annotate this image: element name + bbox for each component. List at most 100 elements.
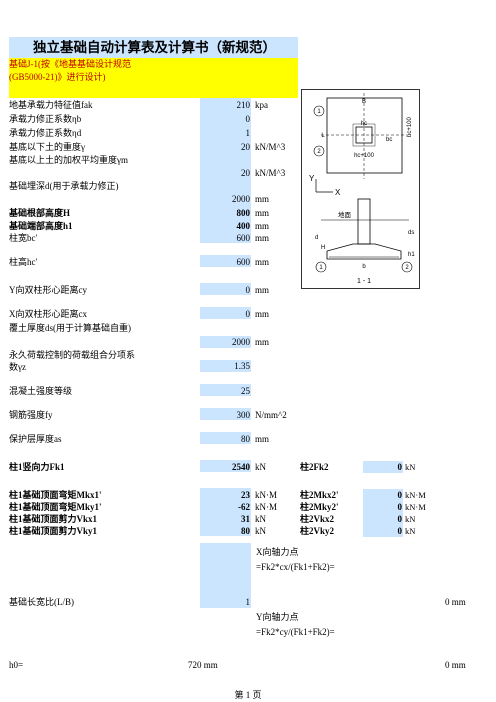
row-value[interactable]: 25 bbox=[241, 386, 250, 396]
row-label: 柱1基础顶面弯矩Mkx1' bbox=[9, 490, 102, 500]
input-bg bbox=[200, 432, 251, 444]
plan-l-label: L bbox=[321, 133, 325, 139]
col2-unit: kN bbox=[405, 462, 416, 472]
row-value[interactable]: 300 bbox=[236, 410, 251, 420]
row-label: 基础端部高度h1 bbox=[9, 221, 73, 231]
row-value[interactable]: 0 bbox=[245, 309, 251, 319]
row-label: 基础长宽比(L/B) bbox=[9, 597, 74, 607]
row-value[interactable]: 800 bbox=[236, 208, 251, 218]
col2-value-box[interactable]: 0 bbox=[363, 489, 403, 501]
row-value[interactable]: 0 bbox=[245, 114, 251, 124]
row-label: 混凝土强度等级 bbox=[9, 386, 73, 396]
col2-label: 柱2Vkx2 bbox=[300, 514, 335, 524]
d-label: d bbox=[315, 235, 318, 241]
subtitle-bg bbox=[9, 58, 298, 98]
section-title: 1 - 1 bbox=[357, 278, 371, 285]
row-label: X向双柱形心距离cx bbox=[9, 309, 87, 319]
row-value[interactable]: 2000 bbox=[232, 194, 250, 204]
hc-label: hc bbox=[361, 121, 367, 127]
row-label: 柱1基础顶面弯矩Mky1' bbox=[9, 502, 102, 512]
row-unit: mm bbox=[255, 221, 270, 231]
col2-label: 柱2Mkx2' bbox=[300, 490, 339, 500]
axis-1-label: 1 bbox=[317, 109, 321, 115]
row-label: 基底以上土的加权平均重度γm bbox=[9, 155, 128, 165]
row-value[interactable]: 2000 bbox=[232, 337, 250, 347]
col2-unit: kN bbox=[405, 526, 416, 536]
row-unit: mm bbox=[255, 257, 270, 267]
input-bg bbox=[200, 543, 251, 608]
row-label: 基础根部高度H bbox=[9, 208, 71, 218]
row-value[interactable]: 80 bbox=[241, 526, 250, 536]
row-unit: kN bbox=[255, 526, 266, 536]
result-x: 0 mm bbox=[445, 597, 466, 607]
row-value[interactable]: 210 bbox=[236, 100, 251, 110]
col2-value: 0 bbox=[397, 502, 403, 512]
input-bg bbox=[200, 255, 251, 267]
row-value[interactable]: 20 bbox=[241, 142, 250, 152]
row-value[interactable]: 600 bbox=[236, 233, 251, 243]
column-plan bbox=[355, 126, 373, 144]
row-label: 基础埋深d(用于承载力修正) bbox=[9, 181, 119, 191]
input-bg bbox=[200, 488, 251, 536]
plan-outline bbox=[326, 97, 403, 174]
input-bg bbox=[200, 283, 251, 295]
row-unit: mm bbox=[255, 194, 270, 204]
row-label: 承载力修正系数ηb bbox=[9, 114, 82, 124]
col2-value-box[interactable]: 0 bbox=[363, 525, 403, 537]
col2-value: 0 bbox=[397, 490, 403, 500]
h0-label: h0= bbox=[9, 660, 24, 670]
row-value[interactable]: -62 bbox=[238, 502, 250, 512]
row-value[interactable]: 31 bbox=[241, 514, 250, 524]
row-value[interactable]: 20 bbox=[241, 168, 250, 178]
row-value[interactable]: 0 bbox=[245, 285, 251, 295]
row-value[interactable]: 1 bbox=[245, 597, 251, 607]
input-bg bbox=[200, 307, 251, 319]
ground-label: 地面 bbox=[338, 210, 352, 219]
section-axis-1: 1 bbox=[319, 265, 323, 271]
row-value[interactable]: 23 bbox=[241, 490, 250, 500]
col2-value-box[interactable]: 0 bbox=[363, 501, 403, 513]
h0-value: 720 mm bbox=[188, 660, 218, 670]
col2-value-box[interactable]: 0 bbox=[363, 461, 403, 473]
x-axis-label: X bbox=[335, 188, 341, 197]
input-bg bbox=[200, 384, 251, 396]
row-value[interactable]: 80 bbox=[241, 434, 250, 444]
row-unit: kN bbox=[255, 462, 266, 472]
row-unit: kN bbox=[255, 514, 266, 524]
row-label: 柱1基础顶面剪力Vkx1 bbox=[9, 514, 98, 524]
note-y: Y向轴力点=Fk2*cy/(Fk1+Fk2)= bbox=[256, 612, 335, 637]
row-label: 覆土厚度ds(用于计算基础自重) bbox=[9, 323, 131, 333]
row-label: Y向双柱形心距离cy bbox=[9, 285, 87, 295]
row-value[interactable]: 2540 bbox=[232, 462, 250, 472]
row-label: 柱1基础顶面剪力Vky1 bbox=[9, 526, 98, 536]
h1-label: h1 bbox=[408, 252, 415, 258]
row-value[interactable]: 1.35 bbox=[234, 361, 250, 371]
column-section bbox=[357, 198, 371, 245]
row-value[interactable]: 1 bbox=[245, 128, 251, 138]
row-value[interactable]: 400 bbox=[236, 221, 251, 231]
row-unit: kN/M^3 bbox=[255, 168, 286, 178]
y-axis-label: Y bbox=[309, 174, 315, 183]
col2-unit: kN·M bbox=[405, 490, 426, 500]
page-title: 独立基础自动计算表及计算书（新规范） bbox=[9, 37, 298, 58]
row-value[interactable]: 600 bbox=[236, 257, 251, 267]
row-unit: N/mm^2 bbox=[255, 410, 287, 420]
row-unit: mm bbox=[255, 208, 270, 218]
note-x: X向轴力点=Fk2*cx/(Fk1+Fk2)= bbox=[256, 547, 335, 572]
col2-value-box[interactable]: 0 bbox=[363, 513, 403, 525]
foundation-diagram: B L hc bc hc+100 bc+100 1 2 Y X 地面 b d d… bbox=[301, 89, 420, 289]
row-label: 柱1竖向力Fk1 bbox=[9, 462, 65, 472]
row-unit: kN/M^3 bbox=[255, 142, 286, 152]
footing-section bbox=[326, 243, 402, 260]
input-bg bbox=[200, 360, 251, 372]
hc100-label: hc+100 bbox=[354, 153, 375, 159]
section-b-label: b bbox=[362, 264, 366, 270]
row-label: 保护层厚度as bbox=[9, 434, 62, 444]
row-unit: kN·M bbox=[255, 490, 277, 500]
row-label: 基底以下土的重度γ bbox=[9, 142, 85, 152]
row-unit: mm bbox=[255, 285, 270, 295]
col2-value: 0 bbox=[397, 526, 403, 536]
bc-label: bc bbox=[386, 137, 392, 143]
row-unit: kN·M bbox=[255, 502, 277, 512]
diagram-frame bbox=[301, 89, 420, 289]
